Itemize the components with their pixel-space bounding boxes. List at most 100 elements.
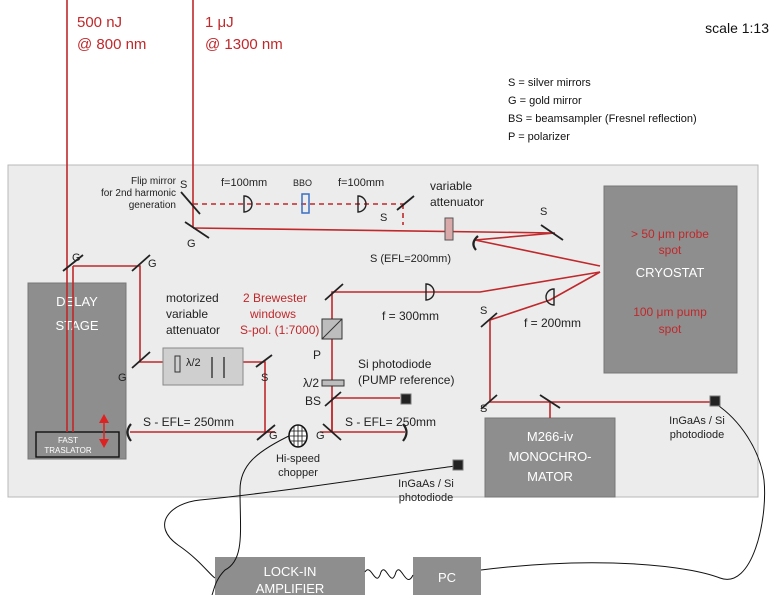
monochromator-box	[484, 417, 616, 498]
mirror-g-3	[131, 351, 151, 369]
mirror-s-label: S	[261, 372, 268, 384]
cryostat-label: CRYOSTAT	[636, 265, 705, 280]
curved-mirror-efl250-right	[402, 423, 408, 442]
beamsampler-label: BS	[305, 394, 321, 408]
mirror-g-label: G	[148, 258, 157, 270]
efl250-left-label: S - EFL= 250mm	[143, 415, 234, 429]
efl200-label: S (EFL=200mm)	[370, 253, 451, 265]
curved-mirror-efl200	[472, 235, 479, 251]
motorized-attenuator-box	[162, 347, 244, 386]
legend-item: BS = beamsampler (Fresnel reflection)	[508, 113, 697, 125]
brewster-label-1: 2 Brewester	[243, 291, 307, 305]
waveplate-2	[321, 379, 345, 387]
waveplate-2-label: λ/2	[303, 376, 319, 390]
polarizer-label: P	[313, 348, 321, 362]
pump-to-cryostat	[331, 271, 601, 432]
mirror-g-label: G	[269, 430, 278, 442]
lens-f200	[545, 288, 555, 306]
lockin-pc-cable	[364, 569, 414, 580]
lockin-label-1: LOCK-IN	[264, 564, 317, 579]
ingaas-center-label-1: InGaAs / Si	[398, 478, 454, 490]
mirror-g-label: G	[118, 372, 127, 384]
chopper-pattern	[290, 425, 306, 447]
si-photodiode	[400, 393, 412, 405]
lockin-label-2: AMPLIFIER	[256, 581, 325, 595]
mirror-g-label: G	[72, 252, 81, 264]
flip-mirror-label-2: for 2nd harmonic	[101, 188, 176, 199]
lens-f200-label: f = 200mm	[524, 316, 581, 330]
lens-f100-right-label: f=100mm	[338, 177, 384, 189]
chopper-label-1: Hi-speed	[276, 453, 320, 465]
brewster-label-2: windows	[249, 307, 296, 321]
mirror-s-att	[255, 354, 273, 368]
beamsampler	[324, 391, 342, 407]
flip-mirror-label-1: Flip mirror	[131, 176, 177, 187]
mirror-g-chopper-right	[322, 423, 342, 441]
mirror-upper-center	[324, 283, 344, 301]
arrow-up-icon	[99, 414, 109, 423]
delay-stage-box	[27, 282, 127, 460]
legend-item: G = gold mirror	[508, 95, 582, 107]
mirror-s-label: S	[540, 206, 547, 218]
photodiode-cable-b	[480, 403, 766, 580]
mirror-s-label: S	[180, 179, 187, 191]
monochromator-label-2: MONOCHRO-	[508, 449, 591, 464]
flip-mirror-label-3: generation	[129, 200, 176, 211]
ingaas-photodiode-right	[709, 395, 721, 407]
legend-item: P = polarizer	[508, 131, 570, 143]
cryostat-box	[603, 185, 738, 374]
mirror-s-label: S	[480, 403, 487, 415]
variable-attenuator-label-2: attenuator	[430, 195, 484, 209]
curved-mirror-efl250-left	[126, 423, 132, 442]
mirror-g-flip	[184, 221, 210, 239]
motorized-label-2: variable	[166, 307, 208, 321]
mirror-s-center-right	[480, 312, 498, 328]
scale-label: scale 1:13	[705, 20, 769, 36]
bbo-label: BBO	[293, 178, 312, 188]
si-photodiode-label-1: Si photodiode	[358, 357, 432, 371]
delay-stage-label-2: STAGE	[55, 318, 98, 333]
mirror-s-flip	[180, 191, 201, 215]
mirror-bs-mono	[539, 394, 561, 409]
bbo-crystal	[301, 193, 310, 214]
pc-label: PC	[438, 570, 456, 585]
mirror-g-2	[131, 254, 151, 272]
lens-f100-left	[243, 195, 253, 213]
brewster-label-3: S-pol. (1:7000)	[240, 323, 319, 337]
motorized-label-1: motorized	[166, 291, 219, 305]
fast-translator-label-2: TRASLATOR	[44, 446, 91, 455]
motorized-label-3: attenuator	[166, 323, 220, 337]
mirror-s-lower-right	[480, 394, 498, 410]
legend: S = silver mirrors G = gold mirror BS = …	[508, 77, 697, 143]
monochromator-label-1: M266-iv	[527, 429, 574, 444]
mirror-g-chopper-left	[256, 424, 276, 441]
fast-translator-label-1: FAST	[58, 436, 78, 445]
lens-f300-label: f = 300mm	[382, 309, 439, 323]
lockin-box	[215, 557, 365, 595]
beam2-energy: 1 μJ	[205, 14, 234, 31]
ingaas-right-label-2: photodiode	[670, 429, 724, 441]
chopper-cable	[211, 433, 294, 595]
mirror-s-label: S	[380, 212, 387, 224]
probe-beam-upper	[192, 227, 556, 241]
probe-spot-label-1: > 50 μm probe	[631, 227, 709, 241]
lens-f100-left-label: f=100mm	[221, 177, 267, 189]
ingaas-center-label-2: photodiode	[399, 492, 453, 504]
pump-spot-label-1: 100 μm pump	[633, 305, 707, 319]
lens-f100-right	[357, 195, 367, 213]
ingaas-photodiode-center	[452, 459, 464, 471]
polarizer-diagonal	[321, 318, 343, 340]
beam1-energy: 500 nJ	[77, 14, 122, 31]
arrow-down-icon	[99, 439, 109, 448]
ingaas-right-label-1: InGaAs / Si	[669, 415, 725, 427]
pc-box	[413, 557, 481, 595]
probe-to-cryostat	[474, 239, 601, 267]
delay-stage-label-1: DELAY	[56, 294, 98, 309]
monochromator-label-3: MATOR	[527, 469, 573, 484]
probe-spot-label-2: spot	[659, 243, 682, 257]
mirror-g-label: G	[316, 430, 325, 442]
waveplate-element	[174, 355, 181, 373]
beam1-wavelength: @ 800 nm	[77, 36, 146, 53]
variable-attenuator-label-1: variable	[430, 179, 472, 193]
